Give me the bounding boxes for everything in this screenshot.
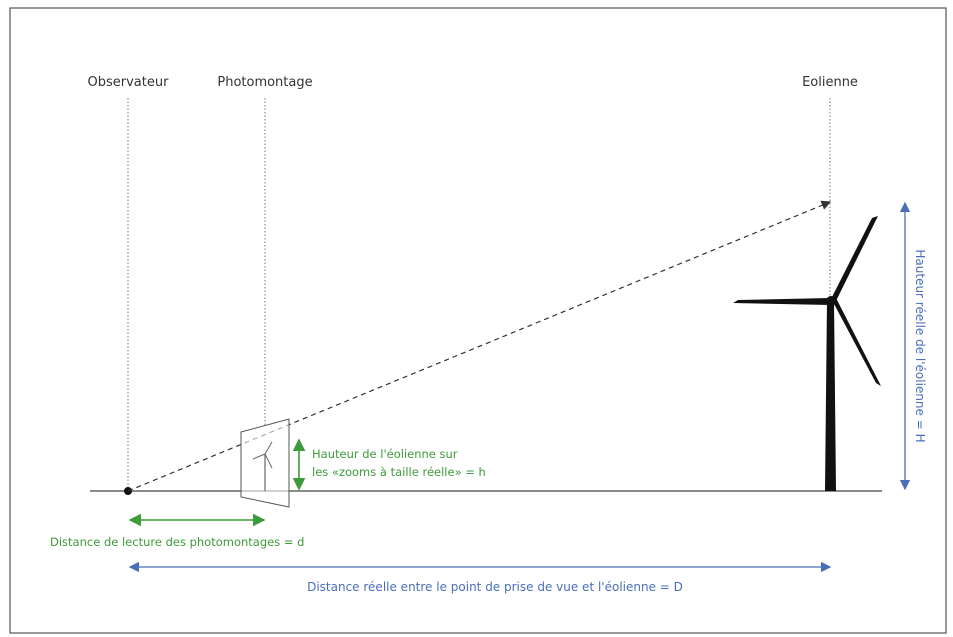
wind-turbine-icon: [733, 216, 881, 491]
photomontage-turbine-icon: [252, 441, 273, 491]
observer-label: Observateur: [88, 75, 170, 90]
diagram-frame: [9, 7, 947, 634]
real-height-label: Hauteur réelle de l'éolienne = H: [913, 249, 927, 442]
height-h-label-line1: Hauteur de l'éolienne sur: [312, 447, 458, 461]
real-distance-label: Distance réelle entre le point de prise …: [307, 580, 683, 594]
photomontage-label: Photomontage: [217, 75, 312, 90]
wind-turbine-label: Eolienne: [802, 75, 858, 90]
reading-distance-label: Distance de lecture des photomontages = …: [50, 535, 304, 549]
height-h-label-line2: les «zooms à taille réelle» = h: [312, 465, 486, 479]
